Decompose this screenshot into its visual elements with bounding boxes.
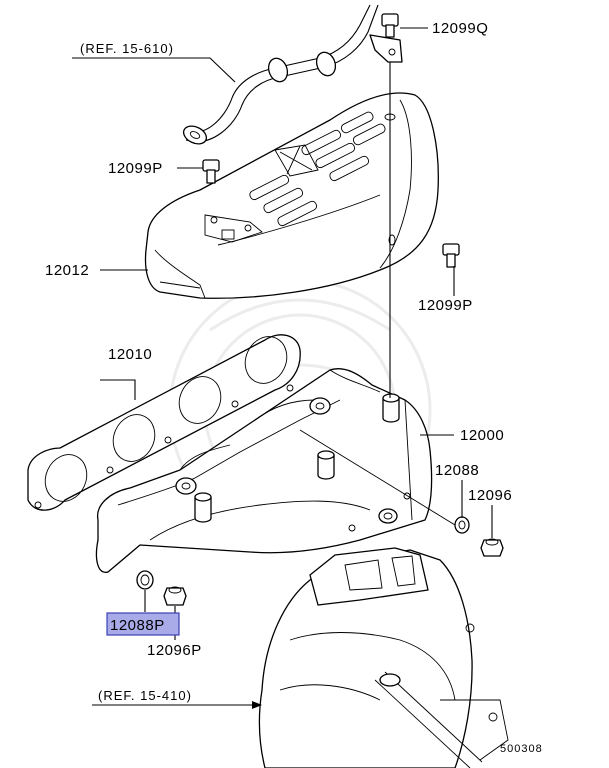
ref-label-15-610: (REF. 15-610) (80, 41, 174, 56)
part-label-12000: 12000 (460, 427, 504, 444)
nut-12096[interactable] (480, 538, 504, 557)
highlight-box-12088p[interactable] (106, 612, 180, 636)
diagram-code: 500308 (500, 743, 543, 755)
bolt-12099q[interactable] (381, 13, 399, 38)
downstream-exhaust-assembly[interactable] (258, 547, 509, 768)
exhaust-manifold-12000[interactable] (95, 368, 433, 573)
bolt-12099p-left[interactable] (202, 159, 220, 184)
part-label-12088: 12088 (435, 462, 479, 479)
part-label-12096p: 12096P (147, 642, 202, 659)
leader-lines (72, 27, 493, 709)
oxygen-sensor-tube[interactable] (181, 4, 403, 147)
nut-12096p[interactable] (163, 586, 187, 606)
part-label-12088p[interactable]: 12088P (110, 617, 165, 634)
part-label-12096: 12096 (468, 487, 512, 504)
callout-labels: (REF. 15-610) 12099Q 12099P 12012 12099P… (45, 20, 543, 755)
gasket-ring-12088[interactable] (454, 516, 470, 534)
gasket-ring-12088p[interactable] (136, 570, 154, 590)
part-label-12012: 12012 (45, 262, 89, 279)
heat-protector-12012[interactable] (144, 92, 439, 299)
part-label-12099p-left: 12099P (108, 160, 163, 177)
part-label-12099q: 12099Q (432, 20, 488, 37)
heat-protector-slots (249, 111, 386, 227)
ref-label-15-410: (REF. 15-410) (98, 688, 192, 703)
gasket-12010[interactable] (27, 330, 301, 511)
bolt-12099p-right[interactable] (442, 243, 460, 268)
part-label-12099p-right: 12099P (418, 297, 473, 314)
part-label-12010: 12010 (108, 346, 152, 363)
